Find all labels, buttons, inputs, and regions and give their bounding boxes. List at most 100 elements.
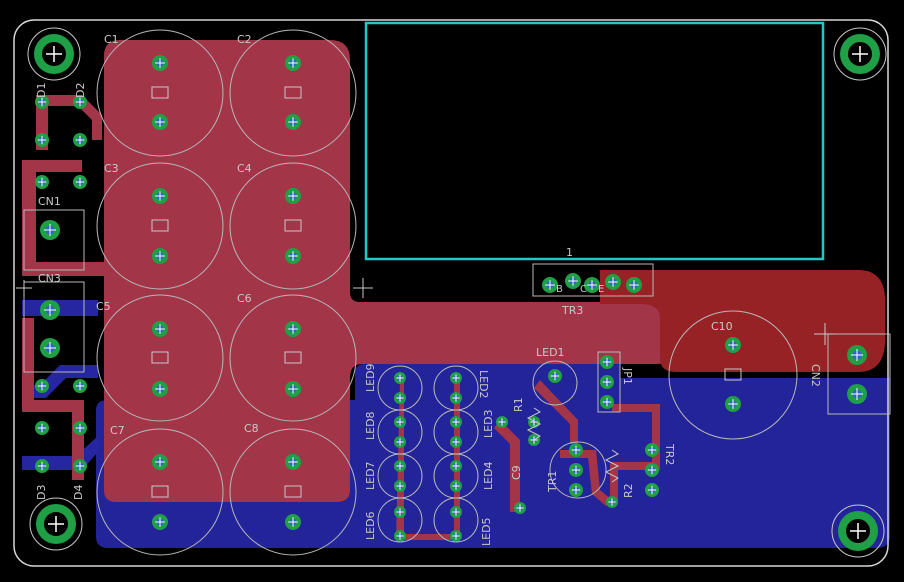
pad (40, 300, 60, 320)
pad (600, 355, 614, 369)
pad (450, 480, 462, 492)
pad (394, 480, 406, 492)
pad (35, 133, 49, 147)
label-led4: LED4 (482, 461, 495, 490)
pad (394, 416, 406, 428)
crosshair-cursor-icon (353, 278, 373, 298)
pad (626, 277, 642, 293)
label-c6: C6 (237, 292, 252, 305)
c8-outline (229, 428, 357, 556)
label-cn3: CN3 (38, 272, 61, 285)
capacitor-polarity-marks (151, 86, 742, 498)
tr3-outline (532, 263, 654, 297)
capacitor-outlines (96, 29, 798, 556)
pad (548, 369, 562, 383)
board-origin-crosshair-icon (16, 280, 836, 345)
pad (584, 277, 600, 293)
label-tr2: TR2 (663, 443, 676, 465)
pad (600, 395, 614, 409)
label-c4: C4 (237, 162, 252, 175)
bottom-copper-left-strip (22, 300, 98, 316)
c5-outline (96, 294, 224, 422)
pad (152, 188, 168, 204)
mounting-hole-top-right (833, 27, 887, 81)
pad (285, 454, 301, 470)
pad (565, 273, 581, 289)
pad (394, 530, 406, 542)
pad (725, 396, 741, 412)
component-labels: C1 C2 C3 C4 C5 C6 C7 C8 C10 CN1 CN3 LED1… (38, 33, 733, 437)
pad (528, 416, 540, 428)
mounting-hole-top-left (27, 27, 81, 81)
label-led2: LED2 (477, 370, 490, 399)
pad (152, 114, 168, 130)
top-copper-left-vertical (22, 160, 104, 276)
c3-outline (96, 162, 224, 290)
mounting-hole-bottom-right (831, 504, 885, 558)
c6-outline (229, 294, 357, 422)
top-copper-trace-driver-4 (560, 450, 612, 506)
label-r2: R2 (622, 483, 635, 498)
label-c1: C1 (104, 33, 119, 46)
pad (73, 95, 87, 109)
pad (35, 379, 49, 393)
connector-outlines (23, 209, 891, 415)
board-outline (13, 19, 889, 567)
label-r1: R1 (512, 397, 525, 412)
pad (725, 337, 741, 353)
pad (35, 175, 49, 189)
label-jp1: JP1 (621, 367, 634, 385)
led-outlines (377, 365, 479, 543)
pad (73, 133, 87, 147)
pad (569, 483, 583, 497)
label-d2: D2 (74, 83, 87, 98)
label-c9: C9 (510, 465, 523, 480)
top-copper-trace-driver-3 (610, 404, 660, 500)
pad (450, 506, 462, 518)
c10-outline (668, 310, 798, 440)
pad (394, 460, 406, 472)
label-led3: LED3 (482, 409, 495, 438)
label-led8: LED8 (364, 411, 377, 440)
pad (40, 220, 60, 240)
pad (496, 416, 508, 428)
pad (73, 175, 87, 189)
label-d3: D3 (35, 485, 48, 500)
pad (847, 345, 867, 365)
pad (285, 514, 301, 530)
pad (285, 381, 301, 397)
r1-symbol (526, 407, 542, 441)
label-d4: D4 (72, 485, 85, 500)
top-copper-capacitor-pour (104, 40, 672, 502)
label-tr3-e: E (598, 284, 604, 295)
pad (285, 114, 301, 130)
resistor-symbols (526, 407, 620, 483)
label-c3: C3 (104, 162, 119, 175)
pad (645, 443, 659, 457)
pad (285, 55, 301, 71)
pad (285, 248, 301, 264)
pad (645, 463, 659, 477)
pad (35, 421, 49, 435)
label-cn2: CN2 (809, 364, 822, 387)
cn2-outline (827, 333, 891, 415)
rotated-labels: D1 D2 D3 D4 LED9 LED8 LED7 LED6 LED2 LED… (35, 83, 822, 546)
pad (152, 514, 168, 530)
cn1-outline (23, 209, 85, 271)
top-copper-left-traces (36, 95, 102, 150)
pad (606, 496, 618, 508)
pad (394, 506, 406, 518)
label-d1: D1 (35, 83, 48, 98)
top-copper-trace-driver-2 (494, 420, 520, 512)
pad (450, 372, 462, 384)
c4-outline (229, 162, 357, 290)
pad (285, 188, 301, 204)
pad (152, 248, 168, 264)
pad (35, 459, 49, 473)
label-led5: LED5 (480, 517, 493, 546)
mounting-holes (27, 27, 887, 558)
pad (394, 372, 406, 384)
label-c8: C8 (244, 422, 259, 435)
c7-outline (96, 428, 224, 556)
